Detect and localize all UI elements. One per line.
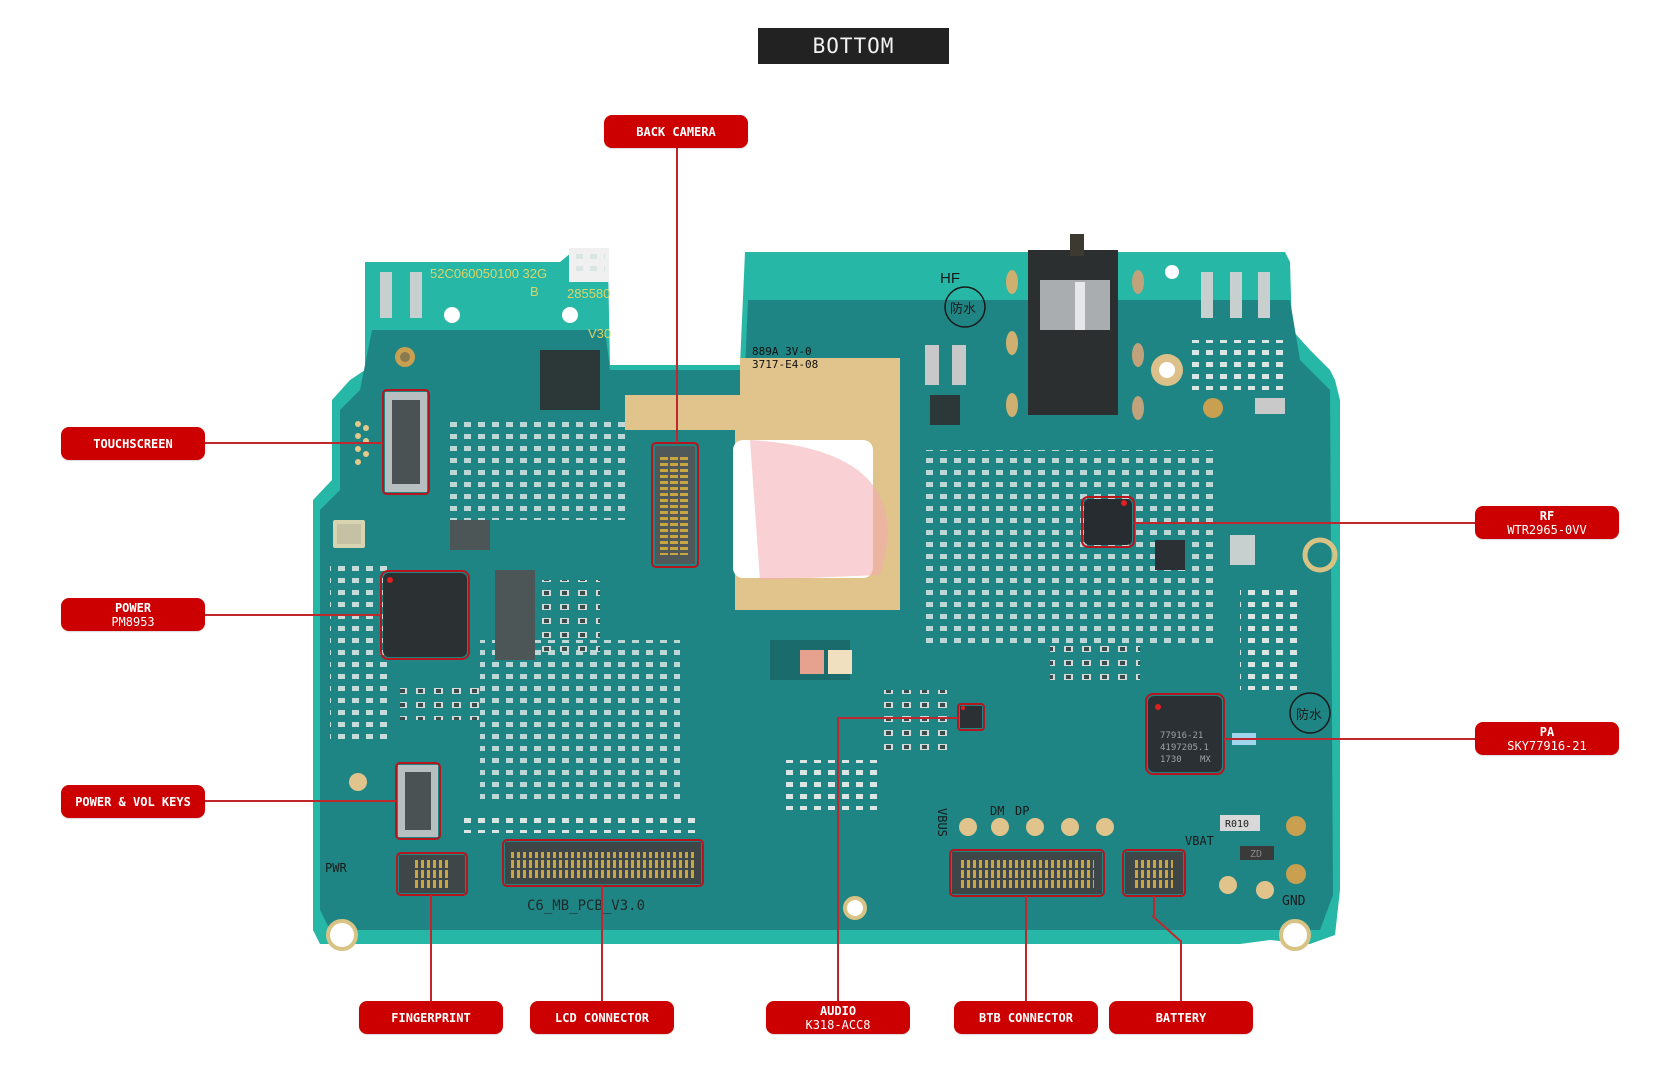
label-pa-part: SKY77916-21	[1507, 738, 1587, 753]
silk-rev-letter: B	[530, 284, 539, 299]
silk-code1: 889A 3V-0	[752, 345, 812, 358]
pa-ic-sky77916	[1145, 693, 1225, 775]
leader-pa	[1224, 738, 1475, 740]
label-lcd-connector-name: LCD CONNECTOR	[555, 1010, 649, 1025]
label-power-vol-keys-name: POWER & VOL KEYS	[75, 794, 191, 809]
pa-marking-2: 4197205.1	[1160, 743, 1209, 753]
pa-marking-4: MX	[1200, 755, 1211, 765]
leader-back-camera	[676, 147, 678, 443]
silk-dm: DM	[990, 804, 1004, 818]
label-fingerprint: FINGERPRINT	[359, 1001, 503, 1034]
leader-touchscreen	[203, 442, 383, 444]
label-touchscreen-name: TOUCHSCREEN	[93, 436, 173, 451]
label-btb-connector: BTB CONNECTOR	[954, 1001, 1098, 1034]
power-ic-pm8953	[380, 570, 470, 660]
leader-battery-a	[1153, 896, 1155, 916]
label-power: POWER PM8953	[61, 598, 205, 631]
label-power-part: PM8953	[111, 614, 155, 629]
pa-marking-3: 1730	[1160, 755, 1182, 765]
leader-fingerprint	[430, 895, 432, 1001]
leader-rf	[1134, 522, 1475, 524]
leader-power	[203, 614, 381, 616]
lcd-connector	[502, 839, 704, 887]
silk-hf: HF	[940, 270, 960, 287]
silk-version: V30	[588, 326, 611, 341]
silk-waterproof-right: 防水	[1296, 707, 1322, 723]
power-vol-keys-connector	[395, 762, 441, 840]
leader-btb-connector	[1025, 896, 1027, 1001]
silk-pwr: PWR	[325, 861, 347, 875]
page-title: BOTTOM	[758, 28, 949, 64]
silk-vbus: VBUS	[935, 808, 949, 837]
leader-audio-h	[837, 717, 958, 719]
label-battery-name: BATTERY	[1155, 1010, 1207, 1025]
label-audio: AUDIO K318-ACC8	[766, 1001, 910, 1034]
silk-pcb-name: C6_MB_PCB_V3.0	[527, 898, 645, 914]
audio-ic-k318	[957, 703, 985, 731]
silk-code2: 3717-E4-08	[752, 358, 818, 371]
silk-zd: ZD	[1250, 849, 1262, 860]
label-back-camera-name: BACK CAMERA	[636, 124, 716, 139]
label-fingerprint-name: FINGERPRINT	[391, 1010, 471, 1025]
label-btb-connector-name: BTB CONNECTOR	[979, 1010, 1073, 1025]
label-rf-part: WTR2965-0VV	[1507, 522, 1587, 537]
leader-battery-c	[1180, 940, 1182, 1001]
label-lcd-connector: LCD CONNECTOR	[530, 1001, 674, 1034]
pa-marking-1: 77916-21	[1160, 731, 1203, 741]
silk-dp: DP	[1015, 804, 1029, 818]
label-power-name: POWER	[114, 600, 152, 615]
fingerprint-connector	[396, 852, 468, 896]
silk-board-code: 52C060050100 32G	[430, 266, 547, 281]
label-pa: PA SKY77916-21	[1475, 722, 1619, 755]
touchscreen-connector	[382, 389, 430, 495]
label-audio-name: AUDIO	[819, 1003, 857, 1018]
label-power-vol-keys: POWER & VOL KEYS	[61, 785, 205, 818]
silk-gnd: GND	[1282, 894, 1306, 909]
silk-r010: R010	[1225, 819, 1249, 830]
label-battery: BATTERY	[1109, 1001, 1253, 1034]
btb-connector	[949, 849, 1105, 897]
leader-audio-v	[837, 717, 839, 1001]
back-camera-connector	[651, 442, 699, 568]
label-rf-name: RF	[1539, 508, 1555, 523]
label-pa-name: PA	[1539, 724, 1555, 739]
label-back-camera: BACK CAMERA	[604, 115, 748, 148]
silk-vbat: VBAT	[1185, 834, 1214, 848]
leader-power-vol-keys	[203, 800, 396, 802]
watermark-logo	[750, 440, 888, 580]
label-audio-part: K318-ACC8	[805, 1017, 871, 1032]
silk-waterproof-top: 防水	[950, 301, 976, 317]
leader-lcd-connector	[601, 886, 603, 1001]
silk-serial: 285580	[567, 286, 610, 301]
label-touchscreen: TOUCHSCREEN	[61, 427, 205, 460]
label-rf: RF WTR2965-0VV	[1475, 506, 1619, 539]
